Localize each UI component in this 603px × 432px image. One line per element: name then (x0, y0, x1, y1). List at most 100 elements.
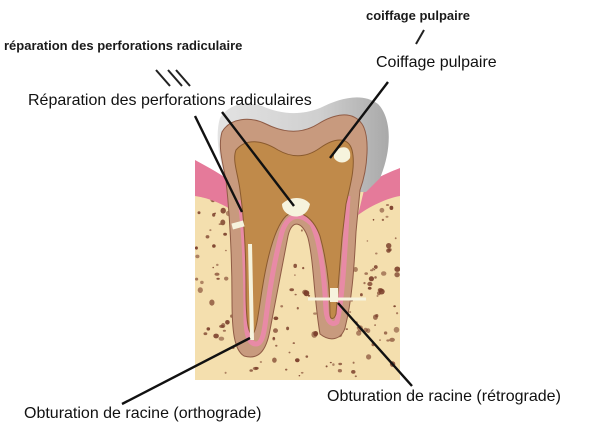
bone-speck (390, 206, 394, 210)
leader-old-coiffage (416, 30, 424, 44)
bone-speck (346, 328, 349, 330)
bone-speck (386, 204, 389, 206)
bone-speck (367, 240, 369, 241)
label-coiffage-pulpaire-old: coiffage pulpaire (366, 9, 470, 22)
bone-speck (216, 278, 219, 280)
bone-speck (360, 293, 363, 296)
bone-speck (330, 362, 332, 363)
bone-speck (293, 264, 297, 268)
bone-speck (351, 370, 355, 374)
bone-speck (338, 363, 342, 365)
bone-speck (301, 229, 303, 231)
label-coiffage-pulpaire: Coiffage pulpaire (376, 55, 497, 71)
bone-speck (198, 211, 201, 214)
leader-old-reparation-c (176, 70, 190, 86)
bone-speck (206, 235, 210, 238)
bone-speck (224, 277, 228, 281)
bone-speck (273, 328, 278, 333)
bone-speck (209, 229, 211, 231)
bone-speck (367, 282, 372, 286)
bone-speck (370, 269, 373, 271)
bone-speck (275, 345, 277, 347)
bone-speck (204, 332, 208, 335)
leader-old-reparation-b (168, 70, 182, 86)
bone-speck (212, 244, 216, 248)
bone-speck (382, 219, 384, 221)
bone-speck (394, 267, 400, 272)
bone-speck (285, 369, 287, 371)
bone-speck (368, 287, 372, 290)
bone-speck (215, 273, 220, 276)
bone-speck (355, 375, 357, 377)
bone-speck (389, 338, 395, 342)
bone-speck (221, 323, 225, 328)
bone-speck (304, 290, 310, 296)
bone-speck (394, 327, 400, 333)
bone-speck (374, 324, 376, 326)
bone-speck (313, 331, 318, 336)
bone-speck (221, 208, 226, 214)
bone-speck (375, 253, 378, 255)
bone-speck (369, 276, 374, 281)
bone-speck (225, 320, 230, 325)
bone-speck (313, 312, 317, 314)
bone-speck (396, 312, 398, 314)
bone-speck (381, 271, 386, 276)
bone-speck (289, 288, 294, 291)
bone-speck (326, 365, 328, 367)
bone-speck (373, 315, 378, 320)
bone-speck (272, 358, 277, 363)
label-reparation-perforations-old: réparation des perforations radiculaire (4, 39, 242, 52)
bone-speck (386, 216, 389, 218)
bone-speck (213, 334, 219, 339)
bone-speck (209, 300, 214, 306)
bone-speck (338, 369, 342, 372)
bone-speck (220, 220, 225, 226)
bone-speck (200, 281, 204, 284)
label-obturation-orthograde: Obturation de racine (orthograde) (24, 406, 261, 422)
bone-speck (306, 355, 309, 357)
bone-speck (377, 295, 379, 296)
bone-speck (207, 327, 211, 330)
bone-speck (297, 307, 299, 310)
bone-speck (286, 327, 289, 331)
bone-speck (302, 267, 304, 269)
bone-speck (272, 337, 275, 340)
bone-speck (293, 342, 295, 344)
bone-speck (198, 287, 203, 293)
bone-speck (214, 213, 216, 215)
bone-speck (219, 337, 225, 341)
bone-speck (353, 362, 355, 364)
bone-speck (301, 372, 304, 374)
bone-speck (216, 264, 219, 266)
bone-speck (195, 255, 199, 259)
bone-speck (253, 367, 258, 370)
bone-speck (374, 265, 378, 269)
bone-speck (394, 272, 399, 277)
bone-speck (332, 363, 334, 366)
bone-speck (274, 317, 279, 321)
bone-speck (294, 274, 296, 276)
bone-speck (195, 246, 198, 249)
bone-speck (195, 278, 198, 281)
bone-speck (366, 354, 371, 359)
bone-speck (384, 331, 387, 334)
bone-speck (225, 372, 227, 374)
bone-speck (260, 361, 262, 363)
bone-speck (295, 358, 300, 362)
bone-speck (295, 294, 297, 296)
bone-speck (379, 339, 381, 341)
label-reparation-perforations: Réparation des perforations radiculaires (28, 93, 312, 109)
bone-speck (378, 288, 383, 292)
bone-speck (395, 237, 397, 239)
bone-speck (373, 219, 375, 221)
bone-speck (223, 330, 226, 332)
bone-speck (374, 276, 377, 279)
bone-speck (349, 311, 351, 313)
bone-speck (363, 282, 365, 284)
bone-speck (223, 233, 227, 236)
bone-speck (289, 352, 291, 354)
bone-speck (249, 369, 253, 372)
